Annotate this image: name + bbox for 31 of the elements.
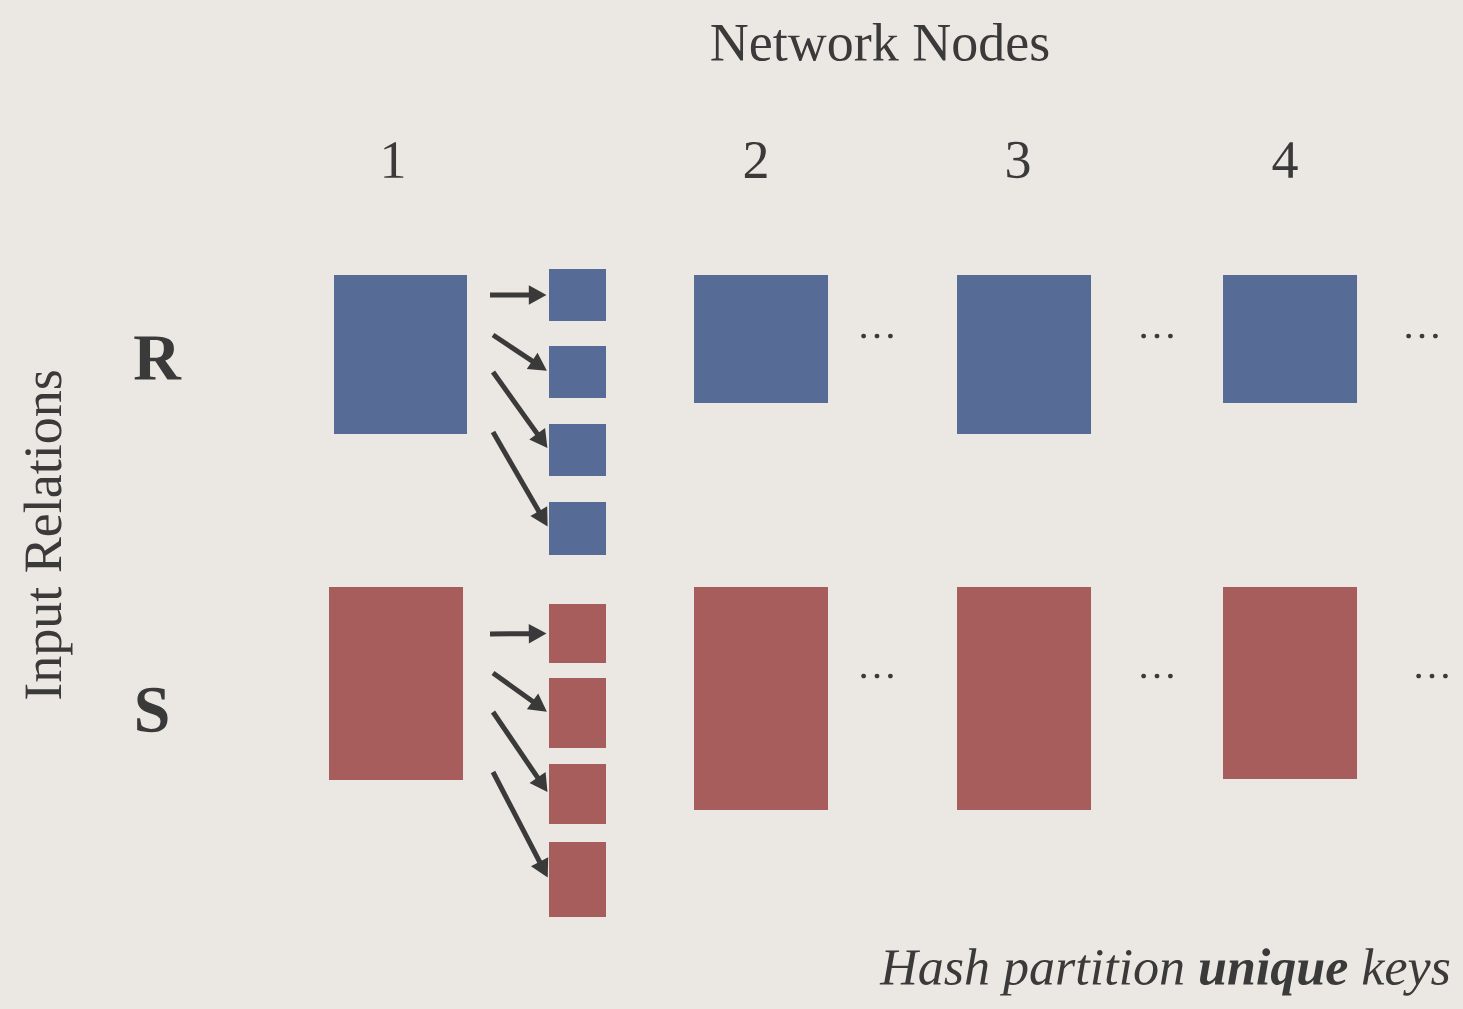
ellipsis: … — [1141, 333, 1173, 339]
row-label: S — [137, 687, 168, 733]
column-number: 2 — [744, 142, 767, 178]
partition-box — [549, 502, 606, 555]
axis-title: Network Nodes — [711, 23, 1049, 61]
ellipsis: … — [1141, 673, 1173, 679]
column-number: 4 — [1272, 142, 1298, 178]
partition-box — [549, 604, 606, 663]
partition-box — [549, 764, 606, 824]
data-block — [1223, 587, 1357, 779]
ellipsis: … — [861, 673, 893, 679]
column-number: 1 — [384, 142, 404, 178]
data-block — [957, 587, 1091, 810]
row-label: R — [134, 336, 182, 380]
caption: Hash partition unique keys — [879, 948, 1450, 996]
ellipsis: … — [861, 333, 893, 339]
partition-box — [549, 269, 606, 321]
data-block — [334, 275, 467, 434]
axis-title: Input Relations — [23, 371, 73, 699]
data-block — [694, 275, 828, 403]
partition-box — [549, 678, 606, 748]
data-block — [1223, 275, 1357, 403]
data-block — [329, 587, 463, 780]
ellipsis: … — [1406, 333, 1438, 339]
ellipsis: … — [1416, 673, 1448, 679]
data-block — [694, 587, 828, 810]
partition-box — [549, 424, 606, 476]
partition-box — [549, 842, 606, 917]
column-number: 3 — [1007, 141, 1030, 179]
partition-box — [549, 346, 606, 398]
data-block — [957, 275, 1091, 434]
